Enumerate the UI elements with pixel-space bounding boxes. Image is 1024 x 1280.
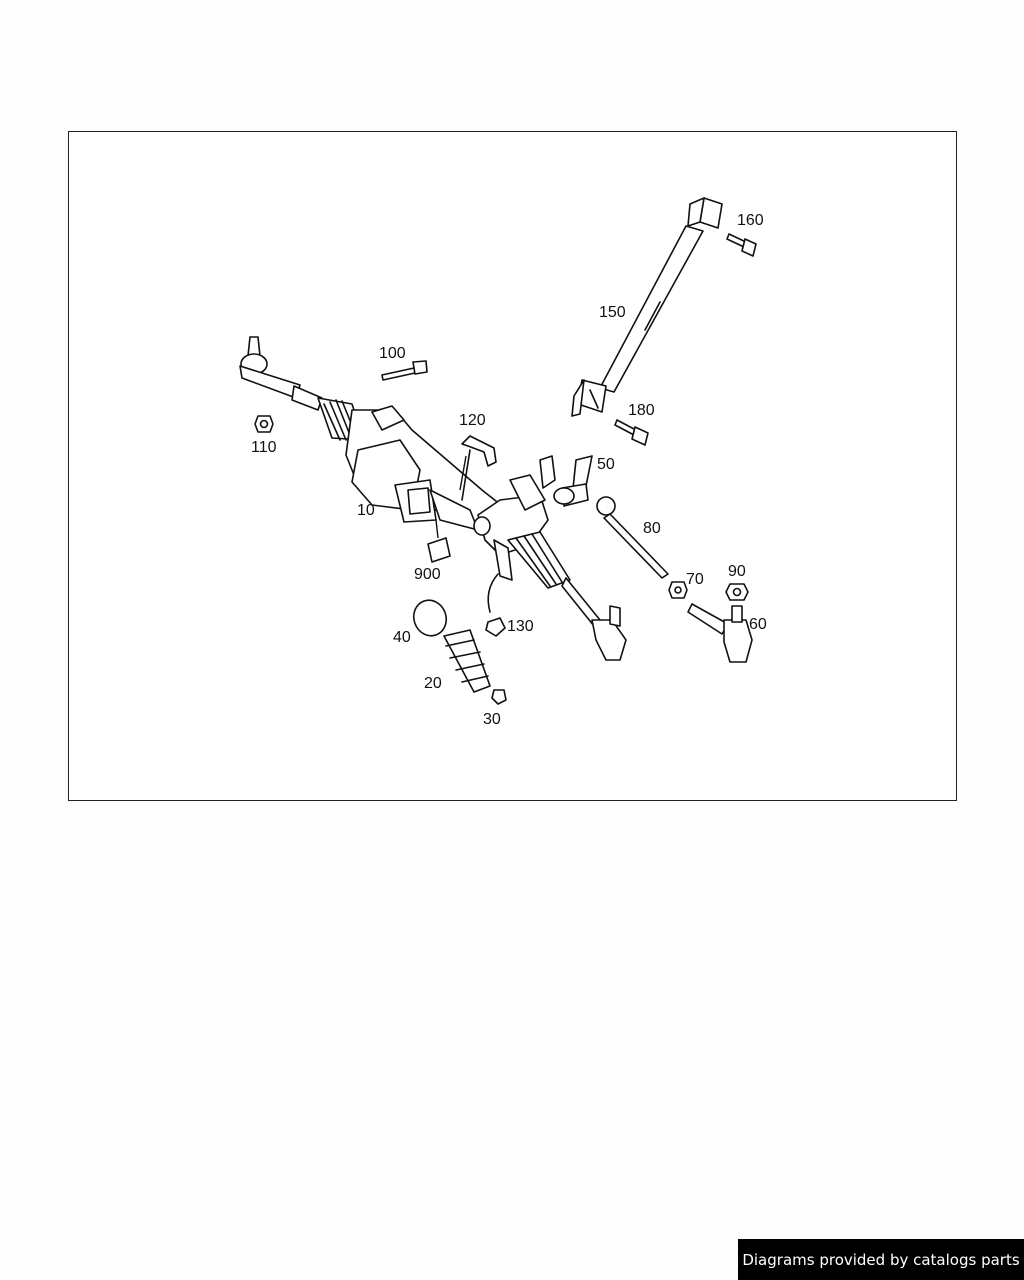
callout-50: 50 — [597, 456, 615, 473]
callout-40: 40 — [393, 629, 411, 646]
bolt-180 — [614, 419, 649, 446]
callout-150: 150 — [599, 304, 626, 321]
bolt-160 — [726, 233, 757, 257]
callout-160: 160 — [737, 212, 764, 229]
callout-20: 20 — [424, 675, 442, 692]
bolt-100 — [381, 360, 428, 381]
inner-tie-rod-80 — [596, 496, 669, 579]
outer-tie-rod-end-60 — [687, 603, 753, 663]
boot-20 — [443, 629, 491, 693]
bracket-120 — [461, 435, 497, 501]
callout-10: 10 — [357, 502, 375, 519]
nut-90 — [725, 583, 749, 601]
parts-diagram-frame — [68, 131, 957, 801]
right-rack-bellows — [507, 531, 571, 589]
intermediate-steering-shaft — [571, 197, 723, 417]
callout-120: 120 — [459, 412, 486, 429]
clip-30 — [491, 689, 507, 705]
nut-70 — [668, 581, 688, 599]
callout-90: 90 — [728, 563, 746, 580]
callout-110: 110 — [251, 439, 277, 456]
label-plate-900 — [427, 537, 451, 563]
pinion-50 — [553, 455, 593, 507]
callout-80: 80 — [643, 520, 661, 537]
right-tie-rod-end-assembled — [561, 577, 627, 661]
callout-180: 180 — [628, 402, 655, 419]
left-tie-rod-end — [239, 336, 323, 411]
callout-900: 900 — [414, 566, 441, 583]
callout-100: 100 — [379, 345, 406, 362]
callout-60: 60 — [749, 616, 767, 633]
callout-130: 130 — [507, 618, 534, 635]
diagram-credit-banner: Diagrams provided by catalogs parts — [738, 1239, 1024, 1280]
clamp-ring-40 — [412, 599, 448, 637]
callout-30: 30 — [483, 711, 501, 728]
nut-130 — [485, 573, 506, 637]
nut-110 — [254, 415, 274, 433]
callout-70: 70 — [686, 571, 704, 588]
